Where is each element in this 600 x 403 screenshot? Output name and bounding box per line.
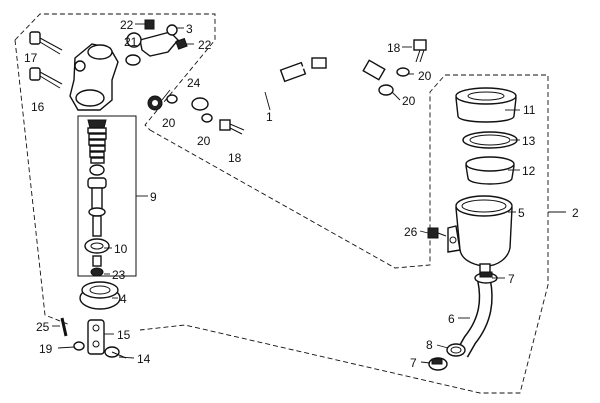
label-20-middle: 20: [197, 134, 211, 148]
label-12: 12: [522, 164, 536, 178]
boot-4: [79, 281, 121, 310]
bolt-16: [29, 67, 63, 89]
reservoir-hose-6: [455, 278, 493, 358]
label-22-right: 22: [198, 38, 212, 52]
label-1: 1: [266, 110, 273, 124]
label-11: 11: [523, 103, 536, 117]
label-19: 19: [39, 342, 53, 356]
washer-20-a: [166, 94, 178, 104]
pin-14: [104, 346, 127, 359]
screw-22-top: [144, 19, 155, 30]
label-17: 17: [24, 51, 38, 65]
clip-7-top: [474, 271, 498, 284]
label-5: 5: [518, 206, 525, 220]
push-rod-joint-15: [87, 319, 105, 355]
diaphragm-12: [465, 156, 515, 185]
label-2: 2: [572, 206, 579, 220]
reservoir-cap-11: [455, 87, 517, 123]
label-20-lower-right: 20: [402, 94, 416, 108]
master-cylinder-body: [69, 43, 119, 111]
label-10: 10: [114, 242, 128, 256]
screw-22-right: [175, 37, 188, 50]
label-20-left: 20: [162, 116, 176, 130]
label-25: 25: [36, 320, 50, 334]
label-15: 15: [117, 328, 131, 342]
assembly-outlines: [14, 13, 566, 394]
label-24: 24: [187, 76, 201, 90]
washer-20-c: [396, 67, 410, 77]
reservoir-5: [447, 195, 513, 275]
label-9: 9: [150, 190, 157, 204]
label-13: 13: [522, 134, 536, 148]
label-8: 8: [426, 338, 433, 352]
part-number-labels: 22 3 21 22 17 16 18 20 20 24 20 20 1 18 …: [24, 18, 579, 370]
hose-joint-3: [125, 24, 179, 66]
label-21: 21: [124, 35, 138, 49]
cotter-pin-25: [60, 317, 68, 337]
label-14: 14: [137, 352, 151, 366]
oil-bolt-24: [147, 95, 163, 111]
label-18-upper: 18: [387, 41, 401, 55]
label-22-top: 22: [120, 18, 134, 32]
brake-hose-1: [191, 57, 394, 111]
label-7-top: 7: [508, 272, 515, 286]
label-3: 3: [186, 22, 193, 36]
label-20-upper-right: 20: [418, 69, 432, 83]
label-7-bottom: 7: [410, 356, 417, 370]
screw-26: [427, 227, 447, 239]
label-23: 23: [112, 268, 126, 282]
clip-8: [446, 343, 466, 357]
washer-19: [73, 341, 85, 351]
washer-20-b: [201, 113, 213, 123]
bolt-18-lower: [219, 119, 245, 135]
label-26: 26: [404, 225, 418, 239]
diaphragm-plate-13: [462, 131, 518, 149]
spring-assembly: [84, 119, 110, 277]
bolt-17: [29, 31, 63, 55]
leader-lines: [52, 23, 520, 364]
label-6: 6: [448, 312, 455, 326]
label-4: 4: [120, 292, 127, 306]
label-18-lower: 18: [228, 151, 242, 165]
label-16: 16: [31, 100, 45, 114]
clip-7-bottom: [428, 357, 448, 371]
bolt-18-upper: [413, 39, 427, 63]
